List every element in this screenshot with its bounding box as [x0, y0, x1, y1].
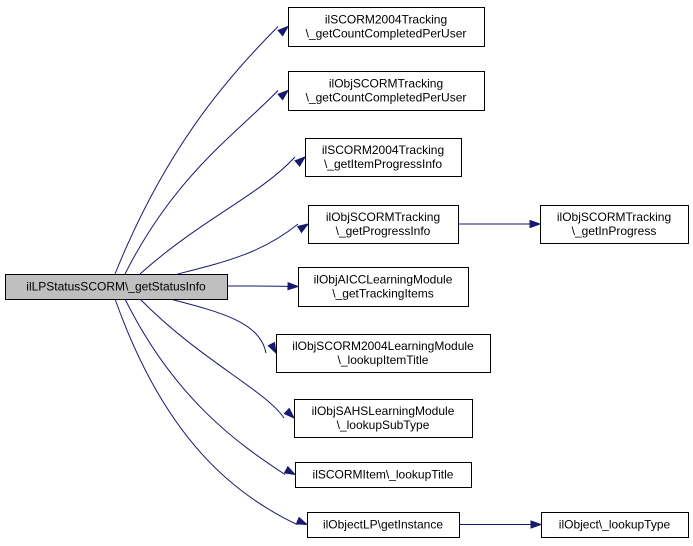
node-label-line-2: \_getTrackingItems: [332, 287, 434, 301]
node-label-line-2: \_getInProgress: [572, 224, 657, 238]
node-label-line-1: ilSCORM2004Tracking: [322, 143, 444, 157]
arrowhead: [530, 520, 543, 529]
node-label-line-1: ilObjSAHSLearningModule: [312, 404, 455, 418]
node-label-line-1: ilObjSCORMTracking: [326, 210, 440, 224]
node-box: [276, 334, 491, 373]
function-node-n8[interactable]: ilObjSAHSLearningModule\_lookupSubType: [294, 399, 473, 438]
edge-line: [139, 156, 296, 275]
function-node-n10[interactable]: ilObjectLP\getInstance: [307, 512, 460, 538]
node-box: [288, 71, 485, 111]
function-node-n1[interactable]: ilSCORM2004Tracking\_getCountCompletedPe…: [288, 7, 485, 47]
arrowhead: [277, 89, 290, 101]
function-node-n2[interactable]: ilObjSCORMTracking\_getCountCompletedPer…: [288, 71, 485, 111]
function-node-n4[interactable]: ilObjSCORMTracking\_getProgressInfo: [308, 205, 459, 244]
node-box: [540, 205, 689, 244]
edge-line: [169, 298, 267, 354]
function-node-n6[interactable]: ilObjAICCLearningModule\_getTrackingItem…: [298, 267, 469, 307]
function-node-n11[interactable]: ilObject\_lookupType: [541, 512, 689, 538]
edge-n4-to-n5: [458, 219, 542, 229]
edge-line: [169, 223, 299, 277]
arrowhead: [267, 341, 277, 355]
edge-root-to-n9: [124, 298, 297, 476]
node-label-line-1: ilObjAICCLearningModule: [314, 273, 453, 287]
node-label-line-2: \_getItemProgressInfo: [324, 157, 442, 171]
node-box: [308, 205, 459, 244]
arrowhead: [294, 156, 307, 167]
node-label-line-2: \_getCountCompletedPerUser: [306, 27, 467, 41]
node-box: [298, 267, 469, 307]
edge-root-to-n10: [114, 298, 309, 526]
node-label-line-2: \_getProgressInfo: [336, 224, 431, 238]
node-label-line-1: ilObjSCORMTracking: [557, 210, 671, 224]
edge-line: [124, 90, 279, 275]
edge-line: [124, 298, 286, 475]
node-box: [541, 512, 689, 538]
node-label-line-1: ilLPStatusSCORM\_getStatusInfo: [26, 280, 206, 294]
arrowhead: [295, 516, 309, 526]
node-label-line-1: ilObject\_lookupType: [559, 518, 671, 532]
edge-root-to-n2: [124, 89, 290, 275]
root-node[interactable]: ilLPStatusSCORM\_getStatusInfo: [5, 274, 228, 300]
function-node-n5[interactable]: ilObjSCORMTracking\_getInProgress: [540, 205, 689, 244]
node-label-line-2: \_getCountCompletedPerUser: [306, 91, 467, 105]
node-label-line-2: \_lookupSubType: [337, 418, 430, 432]
node-label-line-1: ilObjSCORM2004LearningModule: [292, 339, 474, 353]
edge-line: [226, 285, 289, 287]
edge-line: [114, 298, 298, 525]
edge-root-to-n6: [226, 282, 300, 291]
edge-root-to-n1: [114, 25, 290, 275]
arrowhead: [283, 407, 296, 420]
edge-root-to-n3: [139, 156, 307, 275]
arrowhead: [287, 282, 300, 291]
function-node-n9[interactable]: ilSCORMItem\_lookupTitle: [295, 462, 472, 488]
arrowhead: [296, 223, 310, 234]
node-box: [288, 7, 485, 47]
arrowhead: [283, 465, 297, 476]
function-node-n3[interactable]: ilSCORM2004Tracking\_getItemProgressInfo: [305, 138, 462, 177]
node-box: [294, 399, 473, 438]
arrowhead: [529, 219, 542, 229]
nodes-layer: ilLPStatusSCORM\_getStatusInfo ilSCORM200…: [5, 7, 689, 538]
edges-layer: [114, 25, 543, 529]
arrowhead: [277, 25, 290, 37]
node-label-line-1: ilObjSCORMTracking: [329, 77, 443, 91]
function-node-n7[interactable]: ilObjSCORM2004LearningModule\_lookupItem…: [276, 334, 491, 373]
node-label-line-2: \_lookupItemTitle: [338, 353, 429, 367]
node-label-line-1: ilSCORMItem\_lookupTitle: [313, 468, 454, 482]
node-box: [5, 274, 228, 300]
edge-root-to-n7: [169, 298, 277, 355]
edge-n10-to-n11: [459, 520, 543, 529]
edge-root-to-n8: [139, 298, 296, 420]
node-box: [295, 462, 472, 488]
node-box: [307, 512, 460, 538]
edge-line: [114, 26, 279, 275]
node-box: [305, 138, 462, 177]
edge-line: [139, 298, 285, 419]
node-label-line-1: ilObjectLP\getInstance: [323, 518, 443, 532]
edge-root-to-n4: [169, 223, 310, 277]
node-label-line-1: ilSCORM2004Tracking: [325, 13, 447, 27]
